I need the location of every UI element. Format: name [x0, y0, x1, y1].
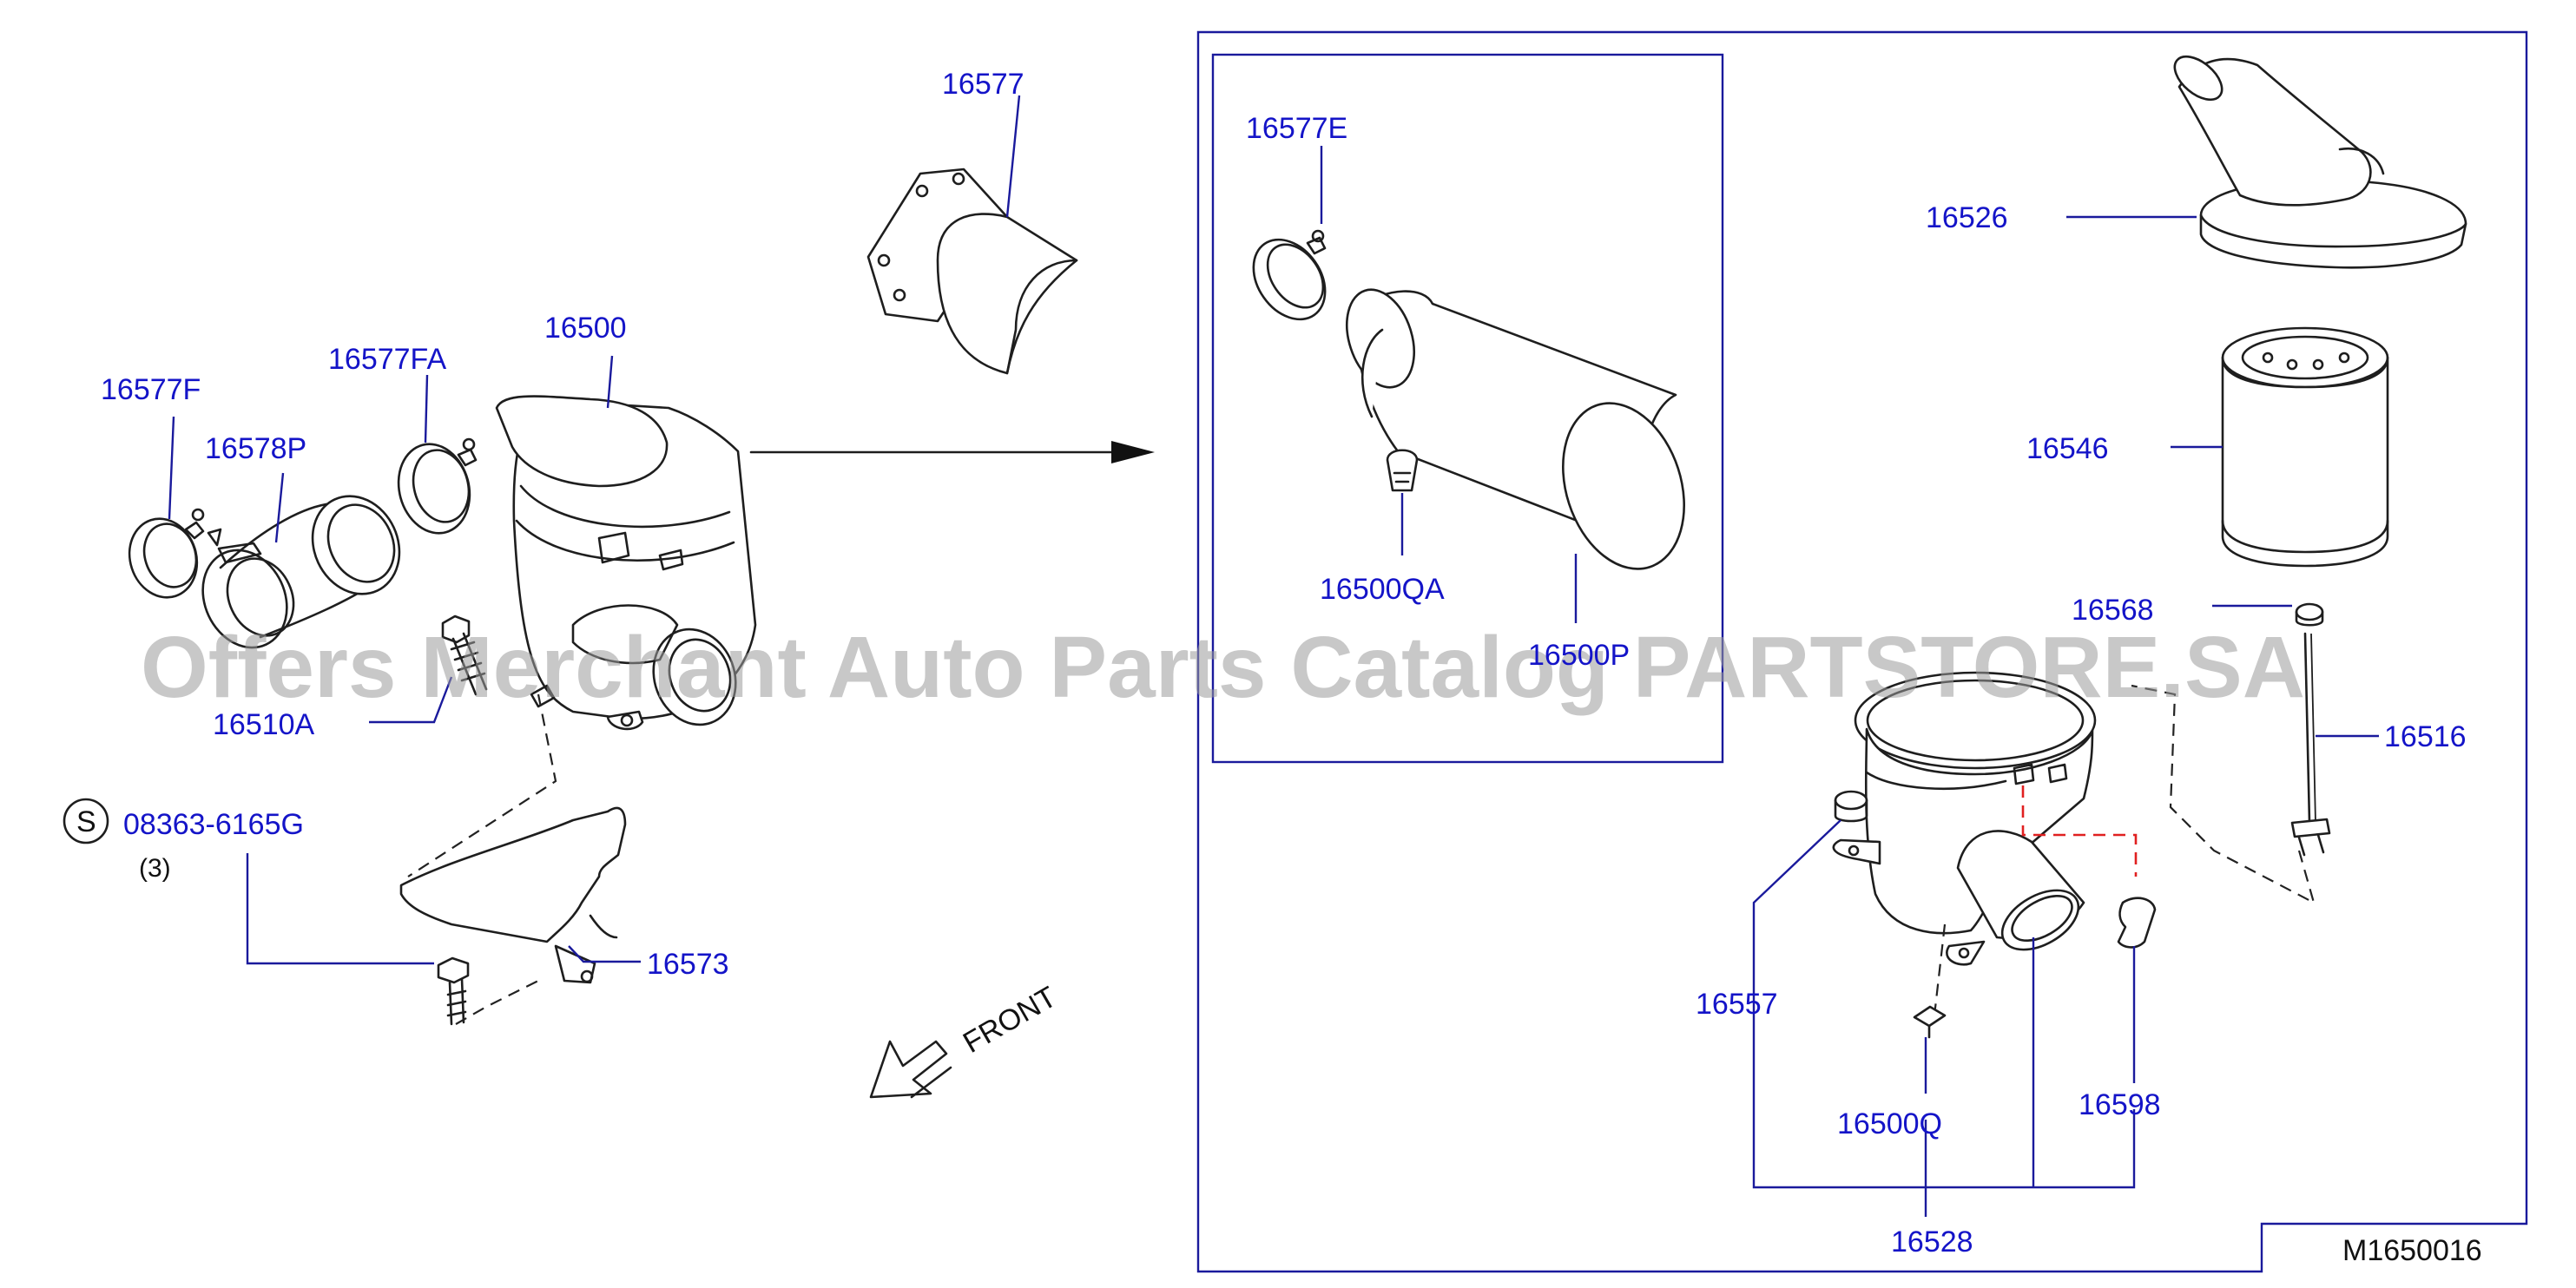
callout-16557[interactable]: 16557: [1696, 988, 1778, 1021]
callout-16516[interactable]: 16516: [2384, 720, 2467, 753]
callout-16500Q[interactable]: 16500Q: [1837, 1107, 1942, 1140]
heat-shield-16577-part[interactable]: [866, 168, 1078, 375]
air-cleaner-16500-part[interactable]: [495, 395, 757, 737]
callout-16546[interactable]: 16546: [2026, 432, 2109, 465]
hose-clamp-16577F-part[interactable]: [120, 508, 208, 606]
bolt-guide-line-right: [2131, 684, 2316, 905]
diagram-code: M1650016: [2342, 1234, 2482, 1267]
callout-16510A[interactable]: 16510A: [213, 708, 315, 741]
callout-16577FA[interactable]: 16577FA: [328, 343, 446, 376]
bolt-16516-part[interactable]: [2290, 632, 2331, 857]
callout-16578P[interactable]: 16578P: [205, 432, 306, 465]
air-cleaner-cover-16526-part[interactable]: [2167, 49, 2467, 269]
callout-16500QA[interactable]: 16500QA: [1320, 573, 1445, 606]
highlight-guide-line: [2021, 785, 2138, 877]
callout-16526[interactable]: 16526: [1926, 201, 2008, 234]
lower-case-16528-part[interactable]: [1832, 671, 2097, 966]
callout-16598[interactable]: 16598: [2079, 1088, 2161, 1121]
assembly-guide-line: [407, 693, 557, 877]
watermark-text: Offers Merchant Auto Parts Catalog PARTS…: [141, 619, 2305, 716]
bolt-guide-line: [455, 980, 539, 1025]
callout-08363-6165G[interactable]: 08363-6165G: [123, 808, 304, 841]
callout-16500P[interactable]: 16500P: [1528, 639, 1630, 672]
front-direction-arrow: [869, 1040, 952, 1099]
callout-16577F[interactable]: 16577F: [101, 373, 201, 406]
drain-valve-16500Q-part[interactable]: [1913, 1005, 1947, 1039]
callout-16568[interactable]: 16568: [2072, 594, 2154, 627]
exploded-view-frame: [1196, 30, 2528, 1273]
fastener-symbol-circle: [63, 798, 109, 844]
front-label: FRONT: [958, 980, 1062, 1059]
clamp-16577E-part[interactable]: [1239, 226, 1340, 332]
hose-clamp-16577FA-part[interactable]: [389, 436, 479, 541]
fastener-quantity: (3): [139, 854, 171, 883]
fastener-symbol: S: [76, 805, 96, 838]
callout-16577[interactable]: 16577: [942, 68, 1024, 101]
callout-16500[interactable]: 16500: [544, 312, 627, 345]
bolt-16510A-part[interactable]: [441, 614, 488, 696]
callout-16577E[interactable]: 16577E: [1246, 112, 1347, 145]
callout-16528[interactable]: 16528: [1891, 1226, 1973, 1258]
inset-frame: [1211, 53, 1724, 764]
detail-arrow: [749, 441, 1155, 463]
clip-16598-part[interactable]: [2117, 897, 2157, 949]
grommet-16557-part[interactable]: [1834, 790, 1868, 823]
callout-16573[interactable]: 16573: [647, 948, 729, 981]
bracket-16573-part[interactable]: [399, 806, 627, 984]
drain-guide-line: [1933, 923, 1947, 1016]
leader-lines: [168, 95, 2379, 1217]
bolt-08363-6165G-part[interactable]: [437, 956, 470, 1026]
callout-labels: 16577 16577F 16577FA 16500 16578P 16510A…: [101, 68, 2467, 1258]
drain-valve-16500QA-part[interactable]: [1386, 449, 1419, 492]
filter-element-16546-part[interactable]: [2221, 326, 2389, 568]
air-cleaner-assembly-16500P-part[interactable]: [1335, 281, 1704, 585]
grommet-16568-part[interactable]: [2295, 602, 2324, 627]
air-hose-16578P-part[interactable]: [188, 482, 415, 661]
